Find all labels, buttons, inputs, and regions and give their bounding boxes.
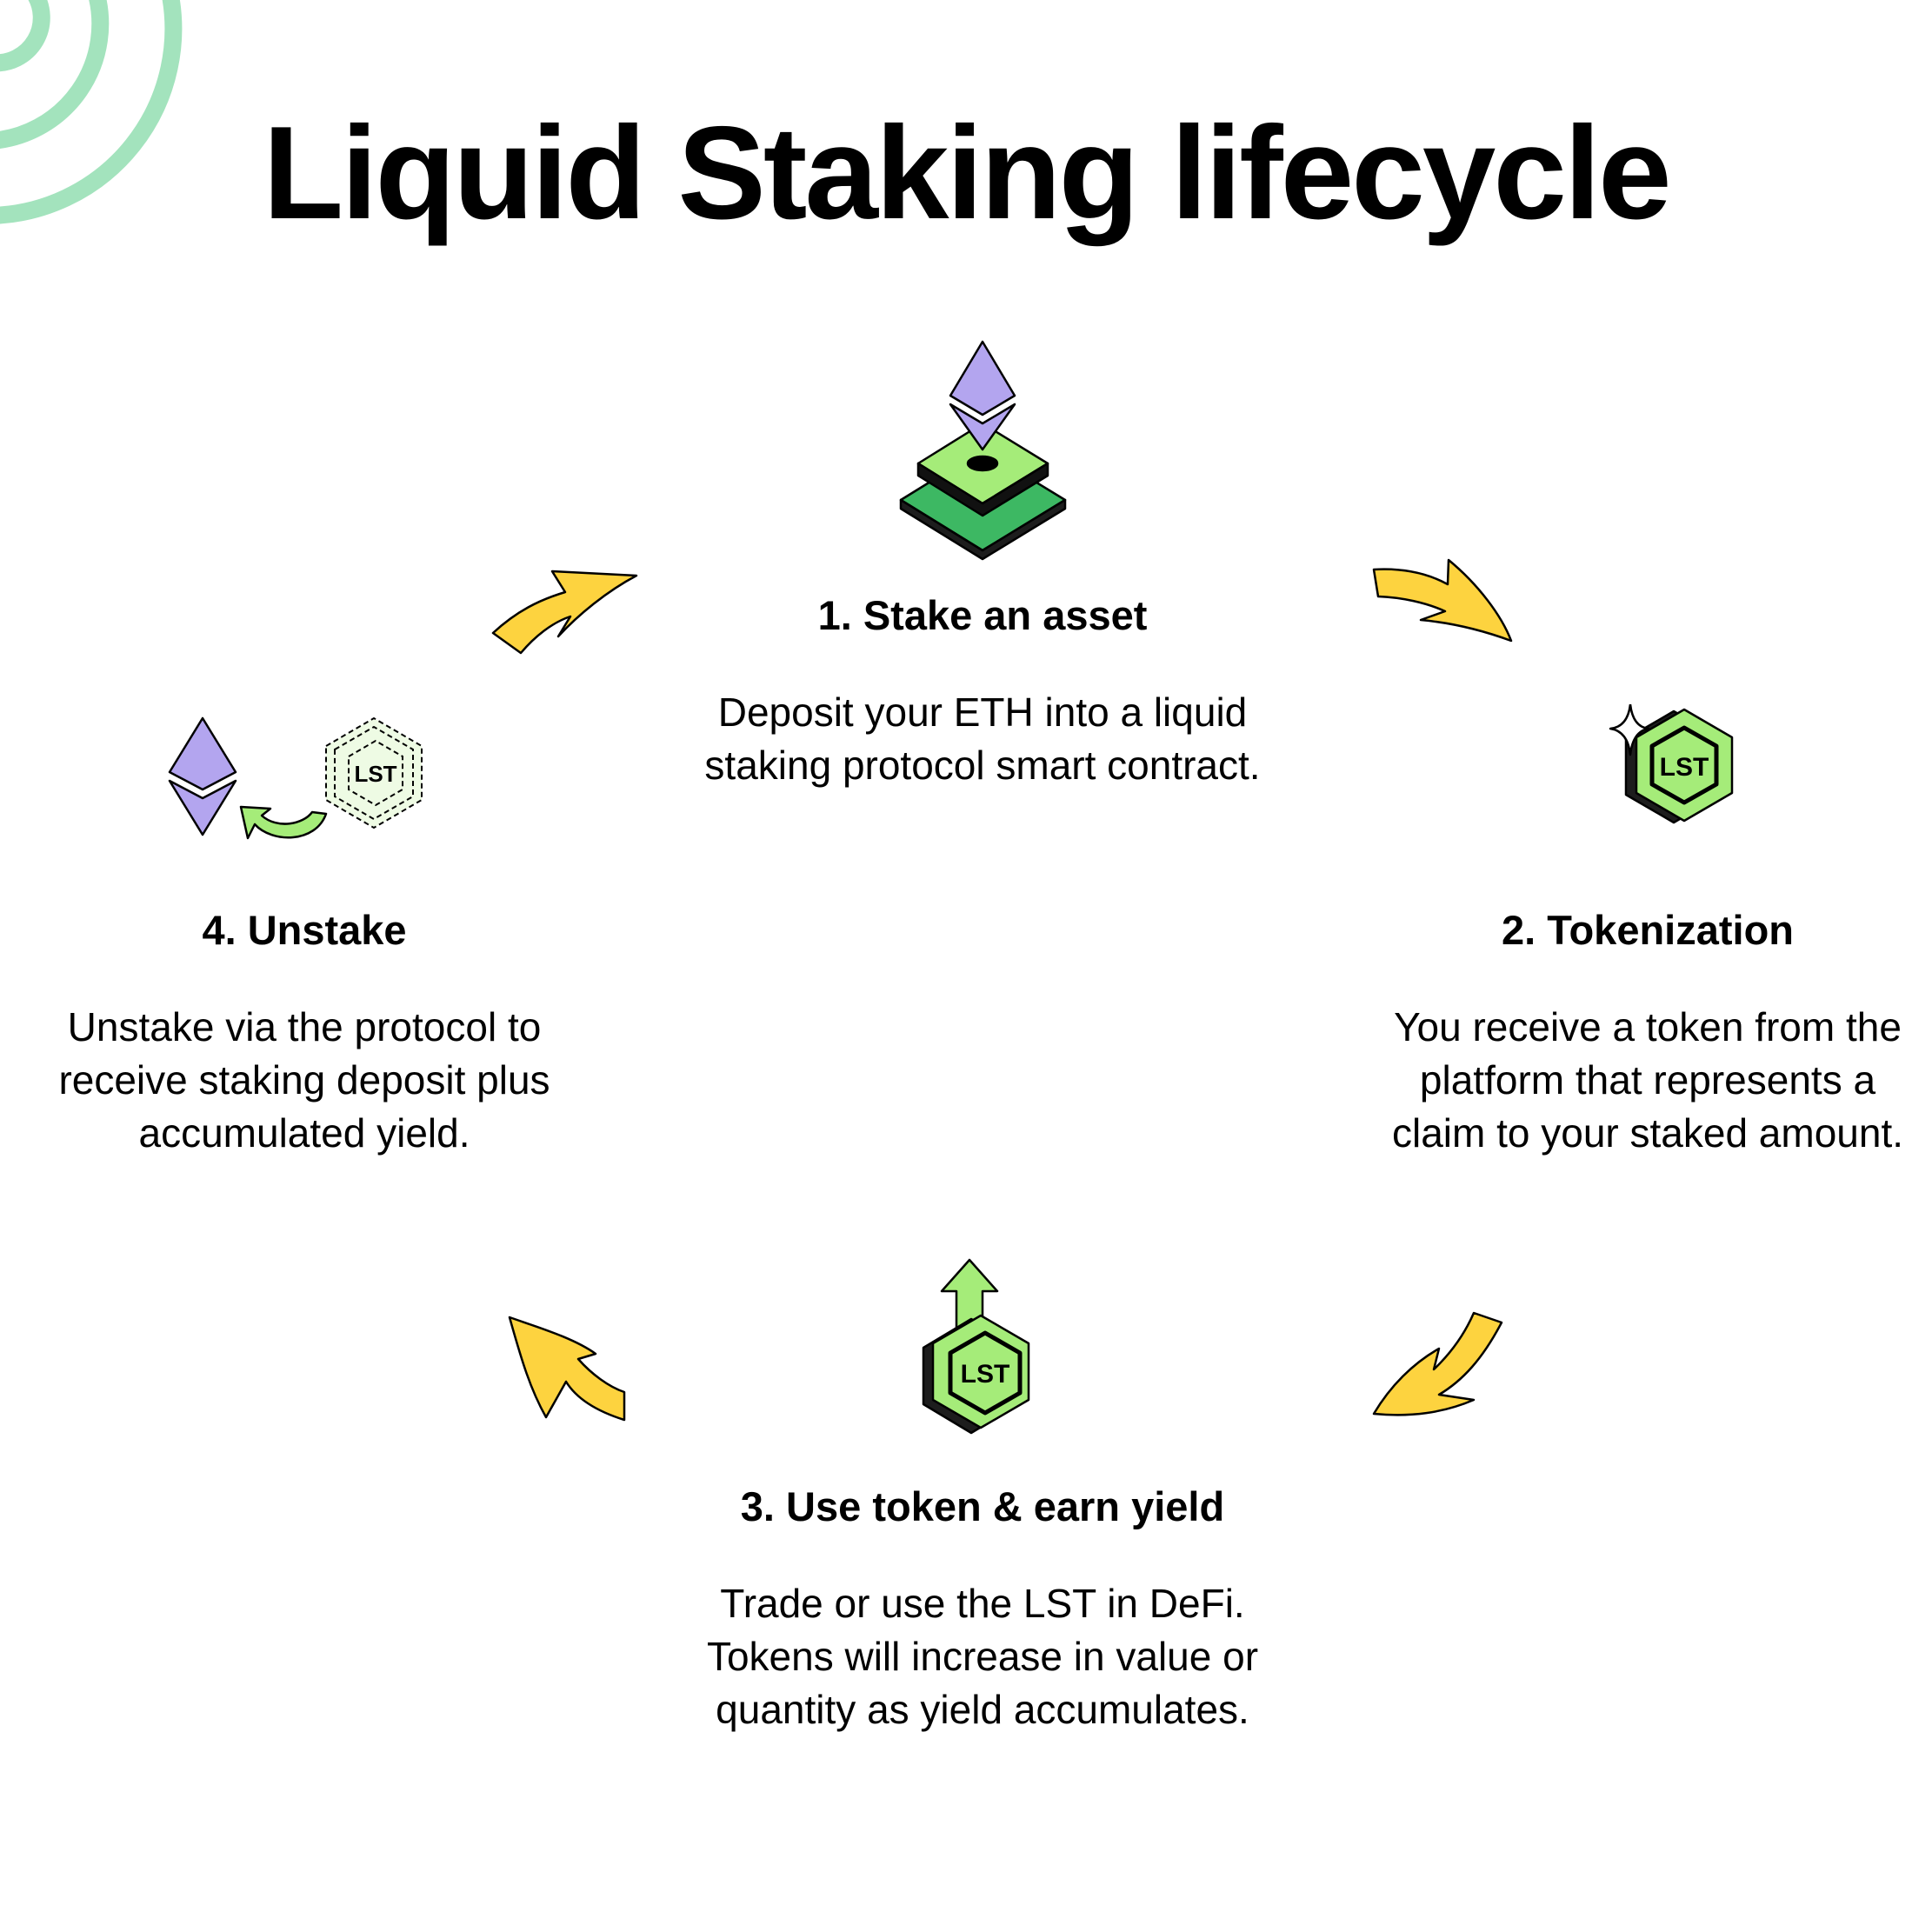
step-title: 2. Tokenization <box>1502 907 1794 953</box>
svg-text:LST: LST <box>354 761 396 787</box>
step-tokenization: 2. Tokenization You receive a token from… <box>1369 906 1926 1160</box>
cycle-arrow-2-to-3 <box>1372 1311 1503 1416</box>
svg-text:LST: LST <box>1660 753 1709 782</box>
step-description: You receive a token from the platform th… <box>1391 1004 1904 1156</box>
step-stake-an-asset: 1. Stake an asset Deposit your ETH into … <box>678 591 1287 792</box>
step-description: Trade or use the LST in DeFi. Tokens wil… <box>706 1581 1259 1732</box>
step-title: 4. Unstake <box>202 907 407 953</box>
step-use-token-earn-yield: 3. Use token & earn yield Trade or use t… <box>678 1482 1287 1736</box>
eth-unstake-icon: LST <box>168 716 423 840</box>
step-description: Deposit your ETH into a liquid staking p… <box>704 690 1261 788</box>
cycle-arrow-1-to-2 <box>1372 558 1513 643</box>
step-title: 3. Use token & earn yield <box>740 1483 1225 1529</box>
step-unstake: 4. Unstake Unstake via the protocol to r… <box>17 906 591 1160</box>
svg-text:LST: LST <box>961 1360 1010 1389</box>
cycle-arrow-3-to-4 <box>508 1316 626 1422</box>
cycle-arrow-4-to-1 <box>491 570 638 655</box>
lst-token-sparkle-icon: LST <box>1609 704 1734 824</box>
decorative-arcs <box>0 0 183 224</box>
step-title: 1. Stake an asset <box>817 592 1148 638</box>
eth-stake-platform-icon <box>899 340 1067 561</box>
page-title: Liquid Staking lifecycle <box>263 99 1671 247</box>
step-description: Unstake via the protocol to receive stak… <box>58 1004 550 1156</box>
lst-token-yield-icon: LST <box>922 1258 1030 1435</box>
